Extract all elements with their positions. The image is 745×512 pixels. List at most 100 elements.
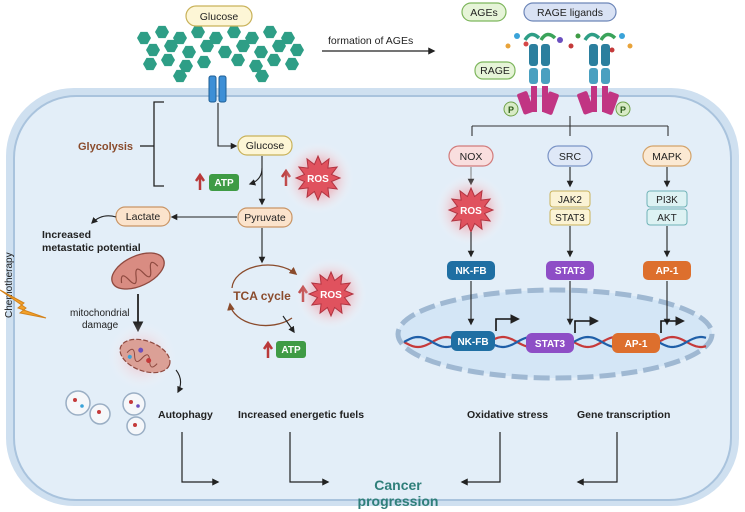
mito-damage-label-2: damage: [82, 320, 119, 331]
tca-atp-arrow: [282, 315, 295, 334]
stat3-small-box: STAT3: [549, 208, 591, 226]
glucose-import-arrow: [217, 103, 238, 150]
nox-label: NOX: [460, 151, 483, 163]
glucose-hexagon: [263, 25, 277, 39]
glucose-hexagon: [137, 31, 151, 45]
tca-cycle-label: TCA cycle: [233, 289, 291, 303]
increased-fuels-label: Increased energetic fuels: [238, 409, 364, 421]
jak2-label: JAK2: [558, 195, 582, 206]
mapk-label: MAPK: [652, 151, 682, 163]
atp-glycolysis-label: ATP: [214, 178, 234, 189]
cancer-label-2: progression: [358, 493, 439, 509]
stat3-dna-label: STAT3: [535, 339, 566, 350]
stat3-dna: STAT3: [526, 316, 599, 353]
rage-ligands-box: RAGE ligands: [523, 2, 617, 22]
damaged-mitochondrion-icon: [119, 338, 171, 374]
akt-label: AKT: [657, 213, 676, 224]
glucose-hexagon: [179, 59, 193, 73]
nkfb-dna: NK-FB: [451, 314, 520, 351]
pyruvate-label: Pyruvate: [244, 212, 286, 224]
glucose-hexagon: [231, 53, 245, 67]
oxidative-stress-label: Oxidative stress: [467, 409, 548, 421]
formation-ages-label: formation of AGEs: [328, 35, 413, 47]
tca-cycle: TCA cycle: [227, 264, 298, 327]
glucose-hexagon: [161, 53, 175, 67]
pyruvate-box: Pyruvate: [237, 207, 293, 228]
glucose-hexagon: [245, 31, 259, 45]
ros-top-label: ROS: [307, 174, 329, 185]
ros-burst-top: [294, 154, 342, 202]
ap1-cyto-label: AP-1: [656, 266, 679, 277]
glucose-hexagon: [249, 59, 263, 73]
mapk-box: MAPK: [642, 145, 692, 167]
glycolysis-bracket: [153, 101, 164, 187]
glucose-inner-box: Glucose: [237, 135, 293, 156]
ap1-dna-label: AP-1: [625, 339, 648, 350]
rage-label: RAGE: [480, 65, 510, 77]
glucose-hexagon: [290, 43, 304, 57]
ros-burst-mid: [307, 270, 355, 318]
glucose-hexagon: [164, 39, 178, 53]
lactate-metastatic-arrow: [91, 215, 117, 224]
ages-box: AGEs: [461, 2, 507, 22]
phospho-right-label: P: [620, 105, 626, 115]
autophagosome-icons: [65, 390, 146, 436]
rage-ligands-label: RAGE ligands: [537, 7, 603, 19]
mitochondrion-icon: [111, 252, 165, 290]
glucose-inner-label: Glucose: [246, 140, 285, 152]
ros-right-label: ROS: [460, 206, 482, 217]
ros-mid-label: ROS: [320, 290, 342, 301]
glucose-hexagon: [236, 39, 250, 53]
glucose-hexagon: [255, 69, 269, 83]
glucose-hexagon: [191, 25, 205, 39]
glucose-hexagon: [285, 57, 299, 71]
metastatic-label-1: Increased: [42, 229, 91, 241]
glucose-hexagon: [197, 55, 211, 69]
nkfb-cyto: NK-FB: [447, 261, 495, 280]
glucose-molecules: [137, 25, 304, 83]
stat3-cyto: STAT3: [546, 261, 594, 280]
nox-box: NOX: [448, 145, 494, 167]
rage-receptor-left: [517, 32, 559, 115]
src-box: SRC: [547, 145, 593, 167]
glucose-hexagon: [143, 57, 157, 71]
pi3k-box: PI3K: [646, 190, 688, 208]
glucose-hexagon: [281, 31, 295, 45]
ligand-particles: [505, 33, 633, 53]
glucose-top-label: Glucose: [200, 11, 239, 23]
stat3-small-label: STAT3: [555, 213, 585, 224]
gene-transcription-label: Gene transcription: [577, 409, 670, 421]
glucose-hexagon: [209, 31, 223, 45]
rage-receptor-right: [577, 32, 619, 115]
glucose-hexagon: [272, 39, 286, 53]
mito-damage-label-1: mitochondrial: [70, 308, 129, 319]
phospho-right: P: [615, 101, 631, 117]
glucose-hexagon: [254, 45, 268, 59]
receptor-branches: [471, 116, 669, 136]
glucose-hexagon: [173, 69, 187, 83]
lightning-icon: [0, 289, 47, 319]
atp-tca-label: ATP: [281, 345, 301, 356]
akt-box: AKT: [646, 208, 688, 226]
glucose-hexagon: [267, 53, 281, 67]
src-label: SRC: [559, 151, 582, 163]
phospho-left-label: P: [508, 105, 514, 115]
glucose-hexagon: [200, 39, 214, 53]
chemotherapy-label: Chemotherapy: [4, 252, 15, 318]
atp-glycolysis: ATP: [194, 172, 239, 191]
jak2-box: JAK2: [549, 190, 591, 208]
glucose-hexagon: [218, 45, 232, 59]
glycolysis-label: Glycolysis: [78, 141, 133, 153]
lactate-box: Lactate: [115, 206, 171, 227]
pi3k-label: PI3K: [656, 195, 678, 206]
autophagy-arrow: [175, 369, 184, 394]
ages-label: AGEs: [470, 7, 497, 19]
nkfb-cyto-label: NK-FB: [455, 266, 486, 277]
lactate-label: Lactate: [126, 211, 161, 223]
atp-branch-arrow: [248, 167, 263, 186]
stat3-cyto-label: STAT3: [555, 266, 586, 277]
progression-arrows: [181, 432, 618, 486]
glucose-hexagon: [146, 43, 160, 57]
